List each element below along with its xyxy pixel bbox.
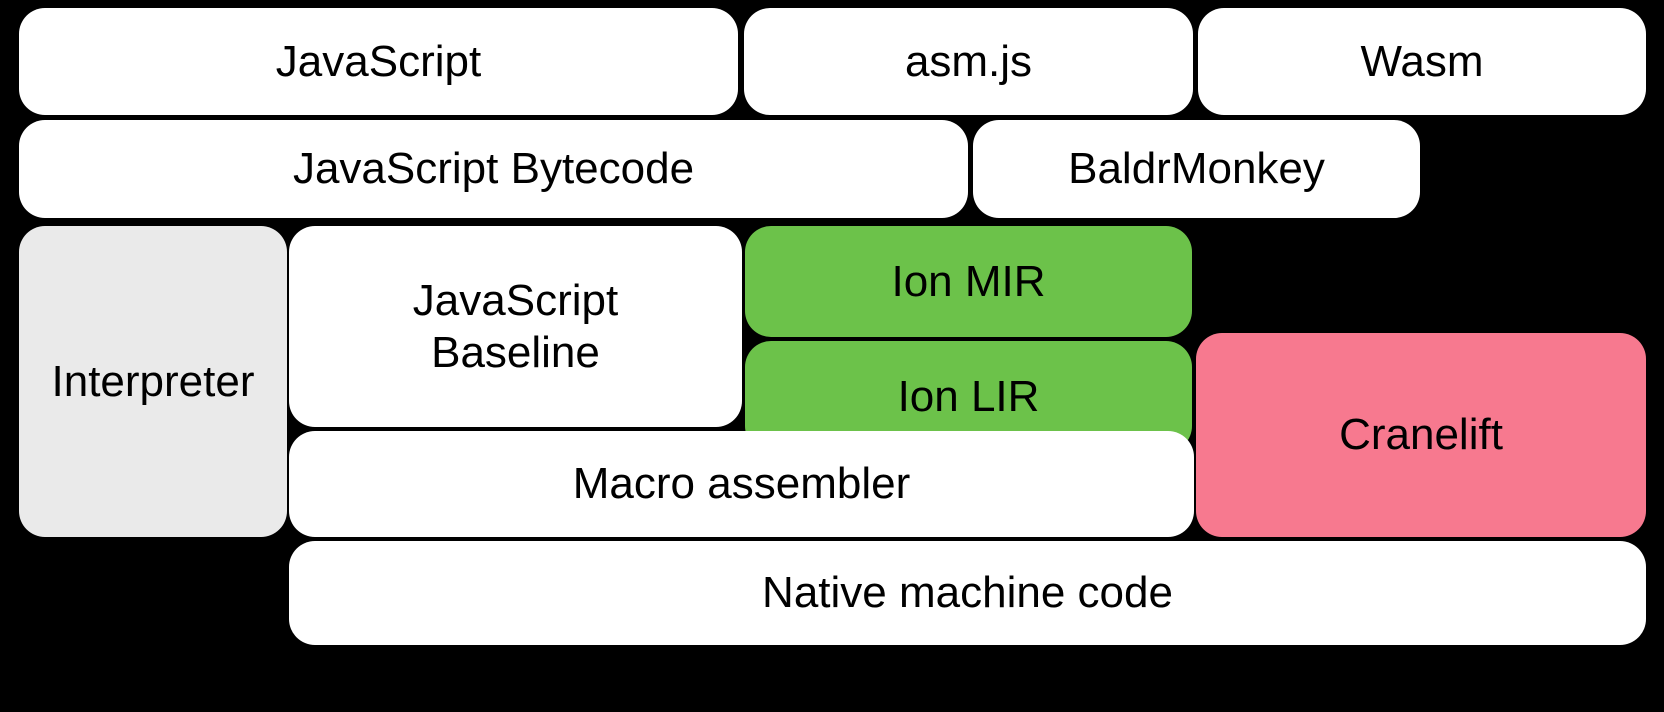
node-interpreter[interactable]: Interpreter [19, 226, 287, 537]
node-macro-assembler[interactable]: Macro assembler [289, 431, 1194, 537]
node-native-machine-code[interactable]: Native machine code [289, 541, 1646, 645]
node-javascript-bytecode[interactable]: JavaScript Bytecode [19, 120, 968, 218]
node-ion-mir[interactable]: Ion MIR [745, 226, 1192, 337]
node-asm-js[interactable]: asm.js [744, 8, 1193, 115]
node-javascript[interactable]: JavaScript [19, 8, 738, 115]
node-javascript-baseline[interactable]: JavaScript Baseline [289, 226, 742, 427]
node-cranelift[interactable]: Cranelift [1196, 333, 1646, 537]
node-baldrmonkey[interactable]: BaldrMonkey [973, 120, 1420, 218]
node-wasm[interactable]: Wasm [1198, 8, 1646, 115]
